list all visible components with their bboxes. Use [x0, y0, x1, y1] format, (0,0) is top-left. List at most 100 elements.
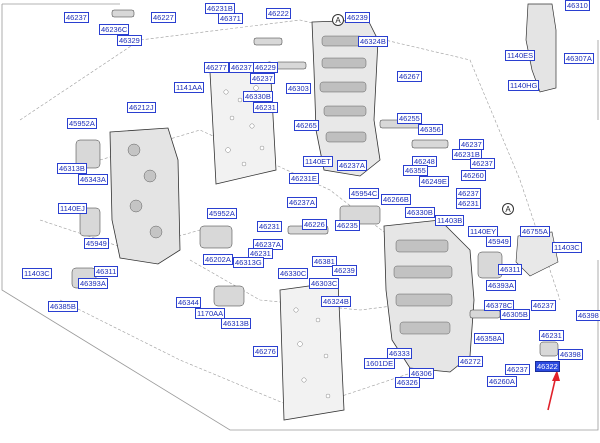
part-label[interactable]: 46313B — [57, 163, 87, 174]
part-label[interactable]: 46266B — [381, 194, 411, 205]
part-label[interactable]: 1140HG — [508, 80, 540, 91]
part-label[interactable]: 46330B — [405, 207, 435, 218]
part-label[interactable]: 46231 — [539, 330, 564, 341]
part-label[interactable]: 46237 — [250, 73, 275, 84]
part-label[interactable]: 46249E — [419, 176, 449, 187]
part-label[interactable]: 11403C — [22, 268, 52, 279]
part-label[interactable]: 46212J — [127, 102, 156, 113]
part-label[interactable]: 46226 — [302, 219, 327, 230]
part-label[interactable]: 46303 — [286, 83, 311, 94]
part-label[interactable]: 46231B — [452, 149, 482, 160]
plate-hole — [259, 145, 265, 151]
plate-hole — [241, 161, 247, 167]
part-label[interactable]: 46260A — [487, 376, 517, 387]
spool — [339, 205, 381, 225]
solenoid-valve-body — [109, 127, 181, 265]
part-label[interactable]: 46237A — [287, 197, 317, 208]
part-label[interactable]: 46324B — [321, 296, 351, 307]
part-label[interactable]: 46330B — [243, 91, 273, 102]
plate-hole — [293, 307, 299, 313]
part-label[interactable]: 46229 — [253, 62, 278, 73]
spool — [111, 9, 135, 18]
valve-bore — [393, 265, 453, 279]
part-label[interactable]: 46231E — [289, 173, 319, 184]
part-label[interactable]: 1140EY — [468, 226, 499, 237]
part-label[interactable]: 45954C — [349, 188, 380, 199]
part-label[interactable]: 46324B — [358, 36, 388, 47]
part-label[interactable]: 45949 — [486, 236, 511, 247]
part-label[interactable]: 46311 — [498, 264, 523, 275]
part-label[interactable]: 46329 — [117, 35, 142, 46]
part-label[interactable]: 45952A — [67, 118, 97, 129]
part-label[interactable]: 46310 — [565, 0, 590, 11]
part-label[interactable]: 46303C — [309, 278, 340, 289]
plate-hole — [253, 85, 259, 91]
valve-bore — [325, 131, 367, 143]
part-label[interactable]: 46239 — [332, 265, 357, 276]
part-label[interactable]: 11403C — [552, 242, 582, 253]
selection-arrow — [547, 370, 560, 411]
part-label[interactable]: 46311 — [94, 266, 119, 277]
part-label[interactable]: 46222 — [266, 8, 291, 19]
part-label[interactable]: 46255 — [397, 113, 422, 124]
plate-hole — [229, 115, 235, 121]
part-label[interactable]: 45952A — [207, 208, 237, 219]
part-label[interactable]: 46330C — [278, 268, 309, 279]
part-label[interactable]: 46272 — [458, 356, 483, 367]
part-label[interactable]: 1140ET — [303, 156, 333, 167]
part-label[interactable]: 1140EJ — [58, 203, 87, 214]
part-label[interactable]: 46313B — [221, 318, 251, 329]
part-label[interactable]: 46326 — [395, 377, 420, 388]
part-label[interactable]: 46398 — [576, 310, 600, 321]
plate-hole — [237, 97, 243, 103]
part-label[interactable]: 46755A — [520, 226, 550, 237]
part-label[interactable]: 46378C — [484, 300, 515, 311]
part-label[interactable]: 46237 — [64, 12, 89, 23]
selected-part-label[interactable]: 46322 — [535, 361, 560, 372]
part-label[interactable]: 46235 — [335, 220, 360, 231]
part-label[interactable]: 46231 — [253, 102, 278, 113]
part-label[interactable]: 46313G — [233, 257, 264, 268]
bracket-part — [525, 3, 557, 93]
part-label[interactable]: 46237 — [229, 62, 254, 73]
part-label[interactable]: 46236C — [99, 24, 130, 35]
part-label[interactable]: 46231 — [456, 198, 481, 209]
part-label[interactable]: 46277 — [204, 62, 229, 73]
part-label[interactable]: 1601DE — [364, 358, 396, 369]
part-label[interactable]: 46237 — [531, 300, 556, 311]
part-label[interactable]: 46356 — [418, 124, 443, 135]
part-label[interactable]: 46393A — [486, 280, 516, 291]
part-label[interactable]: 11403B — [435, 215, 465, 226]
part-label[interactable]: 46355 — [403, 165, 428, 176]
part-label[interactable]: 46237A — [337, 160, 367, 171]
view-marker-a: A — [332, 14, 344, 26]
part-label[interactable]: 46393A — [78, 278, 108, 289]
part-label[interactable]: 46237 — [505, 364, 530, 375]
part-label[interactable]: 46385B — [48, 301, 78, 312]
part-label[interactable]: 46231 — [257, 221, 282, 232]
part-label[interactable]: 46343A — [78, 174, 108, 185]
part-label[interactable]: 46267 — [397, 71, 422, 82]
part-label[interactable]: 46371 — [218, 13, 243, 24]
part-label[interactable]: 46358A — [474, 333, 504, 344]
part-label[interactable]: 46344 — [176, 297, 201, 308]
part-label[interactable]: 46202A — [203, 254, 233, 265]
part-label[interactable]: 46227 — [151, 12, 176, 23]
part-label[interactable]: 46276 — [253, 346, 278, 357]
part-label[interactable]: 46307A — [564, 53, 594, 64]
part-label[interactable]: 45949 — [84, 238, 109, 249]
part-label[interactable]: 46381 — [312, 256, 337, 267]
part-label[interactable]: 46237 — [470, 158, 495, 169]
part-label[interactable]: 46398 — [558, 349, 583, 360]
part-label[interactable]: 46239 — [345, 12, 370, 23]
part-label[interactable]: 46306 — [409, 368, 434, 379]
part-label[interactable]: 1141AA — [174, 82, 205, 93]
part-label[interactable]: 1170AA — [195, 308, 226, 319]
part-label[interactable]: 46260 — [461, 170, 486, 181]
part-label[interactable]: 46333 — [387, 348, 412, 359]
plate-hole — [225, 147, 231, 153]
part-label[interactable]: 46265 — [294, 120, 319, 131]
part-label[interactable]: 46305B — [500, 309, 530, 320]
part-label[interactable]: 1140ES — [505, 50, 536, 61]
valve-bore — [323, 105, 367, 117]
